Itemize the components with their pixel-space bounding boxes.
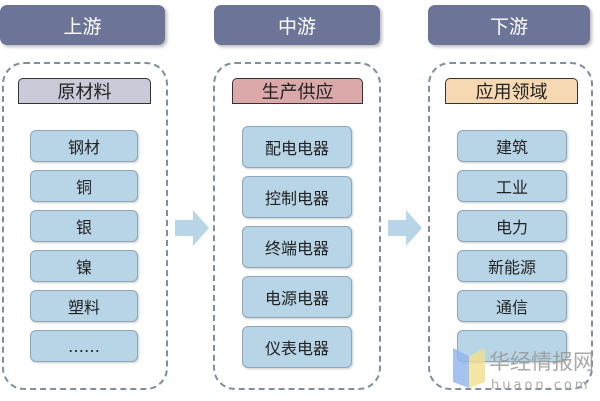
midstream-item: 配电电器 — [242, 126, 352, 168]
watermark-logo: 华经情报网 huaon.com — [445, 342, 600, 401]
downstream-container — [428, 62, 593, 390]
downstream-subheader: 应用领域 — [445, 78, 578, 104]
downstream-item: 建筑 — [457, 130, 567, 162]
svg-text:华经情报网: 华经情报网 — [489, 350, 594, 374]
upstream-item: 铜 — [30, 170, 138, 202]
upstream-item: 银 — [30, 210, 138, 242]
upstream-container — [2, 62, 168, 390]
midstream-subheader: 生产供应 — [232, 78, 363, 104]
midstream-header: 中游 — [214, 5, 380, 45]
downstream-item: 电力 — [457, 210, 567, 242]
downstream-item: 工业 — [457, 170, 567, 202]
downstream-header: 下游 — [428, 5, 590, 45]
downstream-item: 新能源 — [457, 250, 567, 282]
midstream-container — [213, 62, 381, 390]
upstream-item: …… — [30, 330, 138, 362]
upstream-subheader: 原材料 — [18, 78, 151, 104]
upstream-item: 钢材 — [30, 130, 138, 162]
upstream-header: 上游 — [0, 5, 165, 45]
upstream-item: 塑料 — [30, 290, 138, 322]
midstream-item: 终端电器 — [242, 226, 352, 268]
svg-text:huaon.com: huaon.com — [491, 378, 591, 393]
midstream-item: 仪表电器 — [242, 326, 352, 368]
upstream-item: 镍 — [30, 250, 138, 282]
downstream-item: 通信 — [457, 290, 567, 322]
midstream-item: 控制电器 — [242, 176, 352, 218]
midstream-item: 电源电器 — [242, 276, 352, 318]
